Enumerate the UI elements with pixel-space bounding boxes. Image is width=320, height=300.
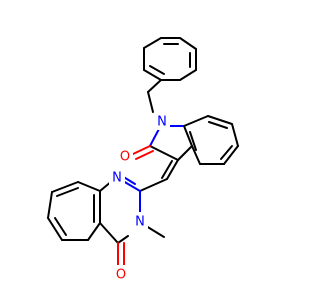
atom-labels: N O N N O — [109, 112, 170, 283]
atom-n-indole: N — [157, 115, 167, 130]
indolinone-carbonyl — [132, 145, 154, 160]
atom-n-quinazoline: N — [112, 171, 122, 186]
atom-o-quinazolinone: O — [116, 268, 126, 283]
n-methyl — [145, 225, 165, 238]
benzyl-ch2 — [147, 79, 162, 113]
indolinone-ring — [149, 125, 193, 161]
quinazolinone-carbonyl — [117, 242, 125, 268]
indole-benzo-ring — [183, 115, 239, 165]
molecule-canvas: N O N N O — [47, 37, 239, 283]
quinazoline-benzo-ring — [47, 181, 101, 241]
exocyclic-double-bond — [139, 159, 179, 192]
molecule-structure: N O N N O — [47, 37, 239, 283]
atom-n-methyl: N — [135, 215, 145, 230]
phenyl-ring — [143, 37, 197, 81]
atom-o-indole: O — [120, 150, 130, 165]
quinazolinone-ring — [99, 175, 141, 244]
